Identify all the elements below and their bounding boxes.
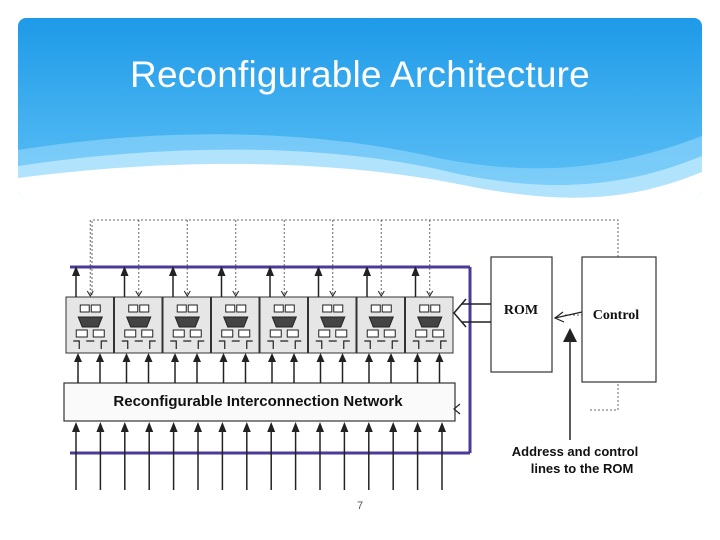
control-label: Control <box>593 308 640 323</box>
page-number: 7 <box>356 500 364 512</box>
drop-arrowhead <box>377 290 385 297</box>
drop-arrowhead <box>329 290 337 297</box>
rom-label: ROM <box>504 303 538 318</box>
input-arrowhead <box>120 422 129 432</box>
processing-cell <box>65 296 114 354</box>
output-arrowhead <box>169 266 177 276</box>
input-arrowhead <box>340 422 349 432</box>
processing-cell <box>308 296 357 354</box>
drop-arrowhead <box>280 290 288 297</box>
address-lines-arrow <box>563 328 577 440</box>
network-arrowhead <box>74 353 82 362</box>
processing-cell <box>356 296 405 354</box>
network-arrowhead <box>268 353 276 362</box>
output-arrowhead <box>314 266 323 276</box>
input-arrowhead <box>413 422 422 432</box>
input-arrowhead <box>291 422 300 432</box>
feedback-dotted-lines <box>91 219 619 411</box>
control-to-rom-arrow <box>553 311 583 323</box>
input-arrowhead <box>316 422 324 432</box>
input-arrowhead <box>364 422 373 432</box>
processing-cell <box>114 296 163 354</box>
drop-arrowhead <box>86 290 94 297</box>
network-arrowhead <box>219 353 228 362</box>
input-arrowhead <box>194 422 202 432</box>
input-arrowhead <box>438 422 446 432</box>
output-arrowhead <box>120 266 129 276</box>
output-arrowhead <box>363 266 371 276</box>
top-arrows <box>72 266 420 297</box>
drop-arrowhead <box>426 290 434 297</box>
address-note-line1: Address and control <box>512 444 638 459</box>
drop-arrowhead <box>232 290 240 297</box>
network-arrowhead <box>435 353 444 362</box>
address-note-line2: lines to the ROM <box>531 461 634 476</box>
interconnection-network-box <box>63 382 456 422</box>
drop-arrowhead <box>135 290 143 297</box>
processing-cell <box>259 296 308 354</box>
network-arrowhead <box>193 353 201 362</box>
slide-title: Reconfigurable Architecture <box>130 54 590 95</box>
processing-cell <box>162 296 211 354</box>
input-arrowhead <box>267 422 276 432</box>
network-arrowhead <box>122 353 131 362</box>
network-feedback-arrow <box>453 403 461 415</box>
output-arrowhead <box>217 266 226 276</box>
input-arrowhead <box>72 422 80 432</box>
cell-row <box>65 296 454 354</box>
network-arrowhead <box>338 353 347 362</box>
input-arrowhead <box>96 422 105 432</box>
input-arrowhead <box>242 422 251 432</box>
output-arrowhead <box>266 266 274 276</box>
rom-box <box>490 256 553 373</box>
processing-cell <box>211 296 260 354</box>
network-arrowhead <box>365 353 373 362</box>
network-arrowhead <box>144 353 153 362</box>
input-lines <box>72 422 446 490</box>
network-arrowhead <box>316 353 325 362</box>
mid-arrows <box>74 353 444 383</box>
drop-arrowhead <box>183 290 191 297</box>
input-arrowhead <box>218 422 227 432</box>
control-box <box>581 256 657 383</box>
output-arrowhead <box>72 266 80 276</box>
network-arrowhead <box>96 353 104 362</box>
processing-cell <box>405 296 454 354</box>
network-label: Reconfigurable Interconnection Network <box>113 393 403 410</box>
input-arrowhead <box>169 422 178 432</box>
input-arrowhead <box>145 422 154 432</box>
dotted-drops <box>86 220 434 297</box>
network-arrowhead <box>241 353 250 362</box>
rom-output-arrow <box>453 298 491 328</box>
output-arrowhead <box>411 266 420 276</box>
network-arrowhead <box>387 353 395 362</box>
input-arrowhead <box>389 422 398 432</box>
network-arrowhead <box>290 353 298 362</box>
network-arrowhead <box>413 353 422 362</box>
network-arrowhead <box>171 353 179 362</box>
title-banner <box>18 18 702 198</box>
